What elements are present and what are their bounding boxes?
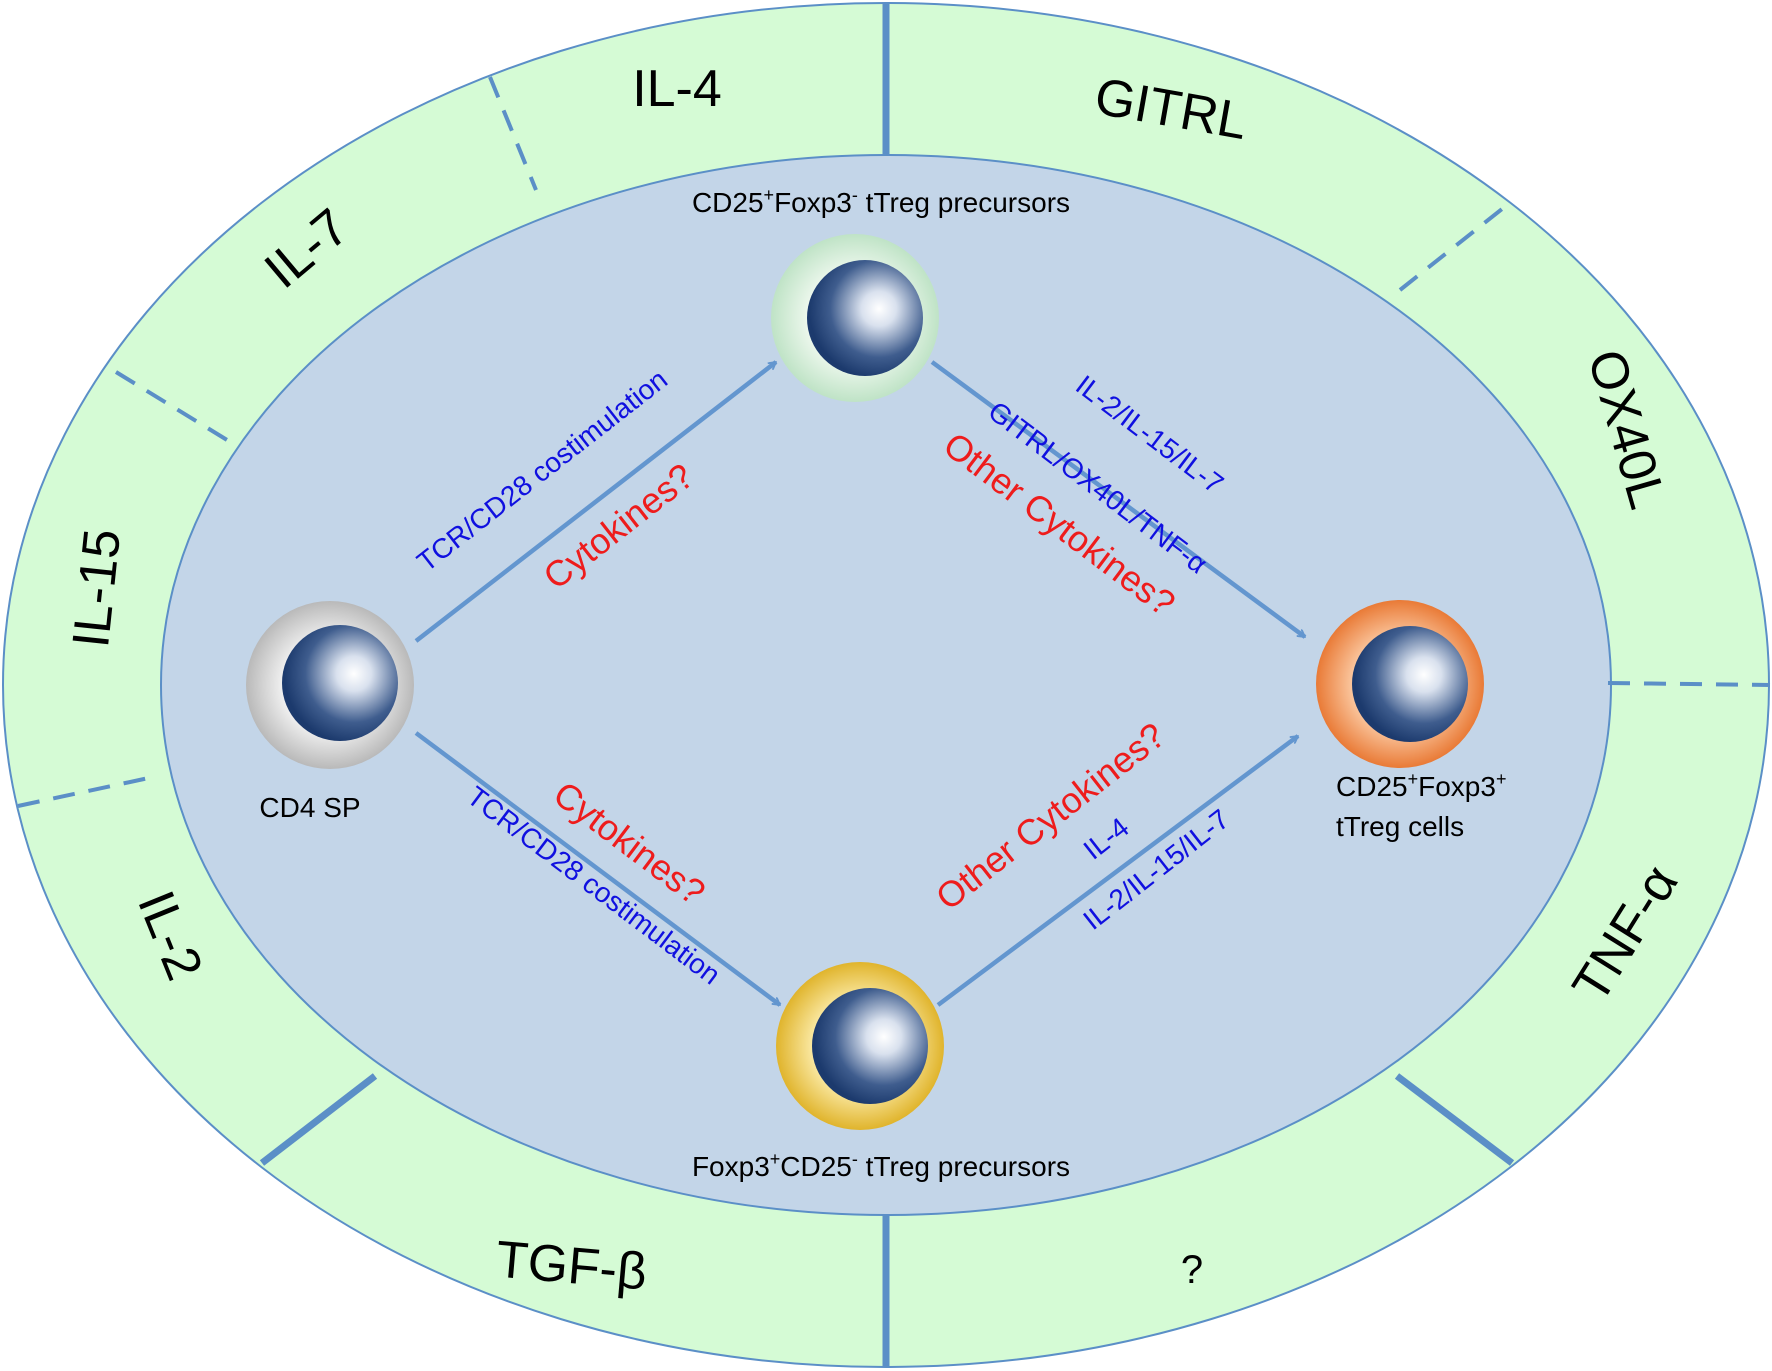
ttreg-label: CD25+Foxp3+ [1336, 769, 1506, 802]
cell-ttreg [1316, 600, 1484, 768]
ring-label-il4: IL-4 [632, 60, 722, 118]
arrow-cd4-to-top [414, 360, 778, 643]
ring-label-tgfb: TGF-β [494, 1231, 650, 1302]
ring-label-unknown: ? [1181, 1248, 1203, 1292]
bottom-precursor-label: Foxp3+CD25- tTreg precursors [692, 1149, 1070, 1182]
cd4-sp-nucleus [282, 625, 398, 741]
ttreg-label-line2: tTreg cells [1336, 811, 1464, 842]
ttreg-nucleus [1352, 626, 1468, 742]
arrow-cd4-to-bottom [414, 731, 782, 1007]
ring-dividers-dashed [17, 76, 1771, 808]
cd4-sp-label: CD4 SP [259, 792, 360, 823]
arrow-bottom-to-treg [936, 734, 1300, 1007]
arrow-top-to-treg [930, 360, 1307, 639]
ring-dividers-solid [259, 3, 1515, 1367]
cell-cd4-sp [246, 601, 414, 769]
cell-top-precursor [771, 234, 939, 402]
bottom-precursor-nucleus [812, 988, 928, 1104]
top-precursor-nucleus [807, 260, 923, 376]
ring-label-il15: IL-15 [62, 526, 132, 650]
top-precursor-label: CD25+Foxp3- tTreg precursors [692, 185, 1070, 218]
pathway-arrows [414, 360, 1307, 1007]
cell-bottom-precursor [776, 962, 944, 1130]
